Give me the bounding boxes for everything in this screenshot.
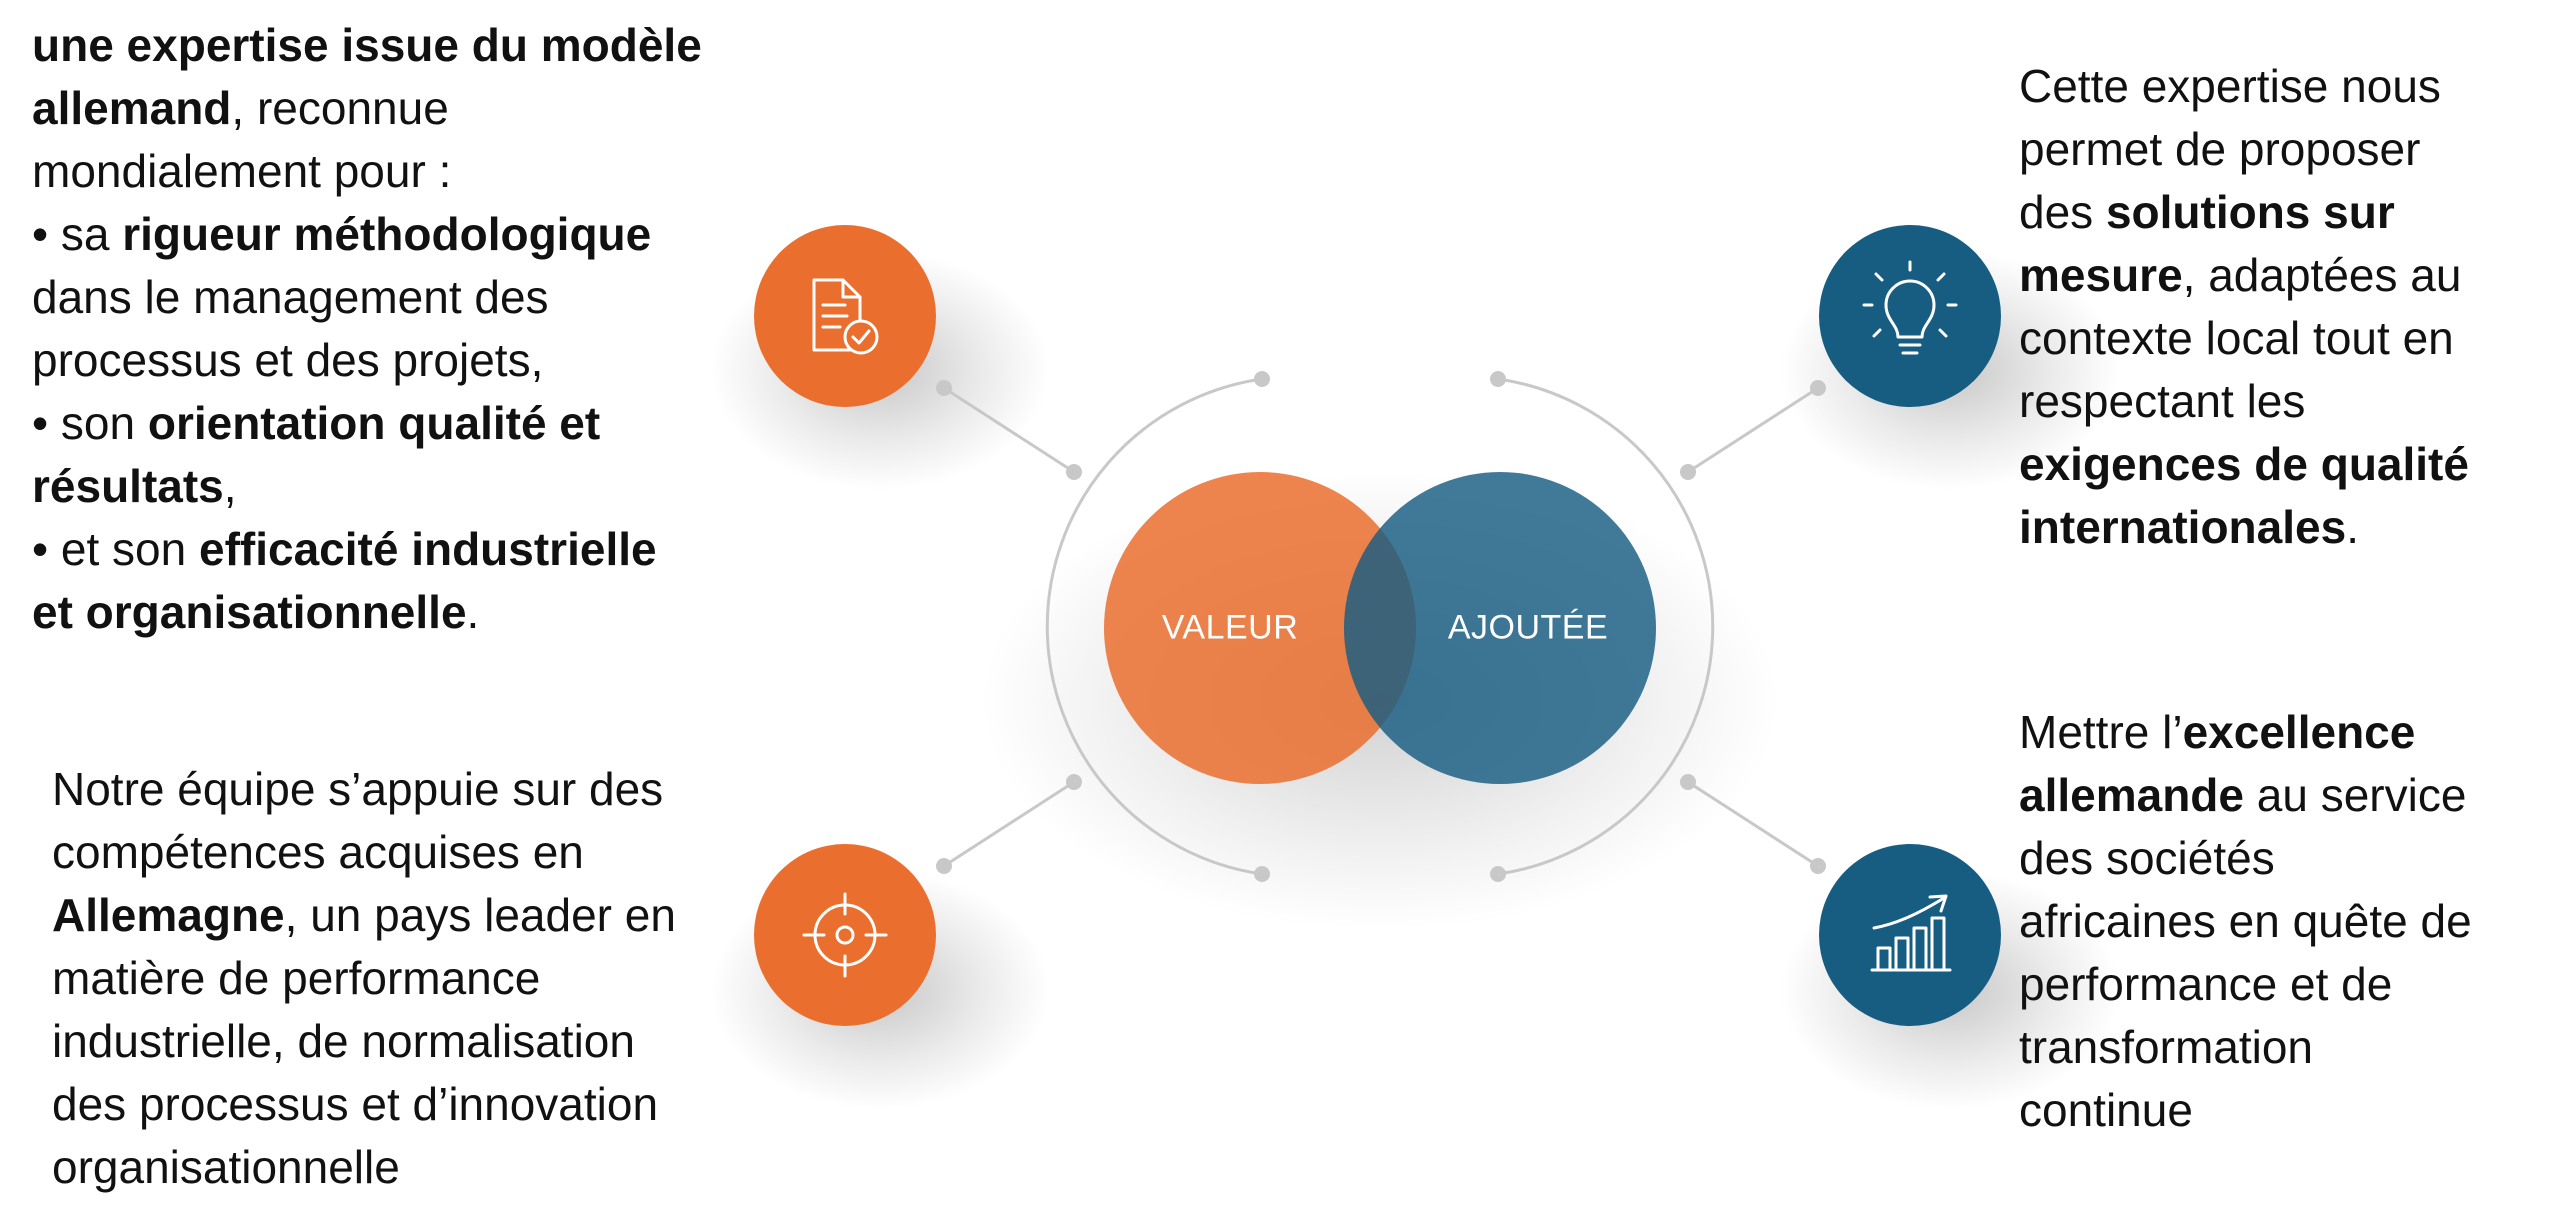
text: • et son xyxy=(32,523,199,575)
venn-label-ajoutee: AJOUTÉE xyxy=(1447,608,1609,647)
text: , adaptées au xyxy=(2182,249,2462,301)
left-arc xyxy=(1045,377,1263,876)
connector-top-right xyxy=(1687,386,1819,474)
dot xyxy=(1810,380,1826,396)
text: . xyxy=(466,586,480,638)
text: continue xyxy=(2019,1084,2193,1136)
text-bold: et organisationnelle xyxy=(32,586,467,638)
outer-arcs xyxy=(1045,377,1715,876)
document-check-icon xyxy=(812,278,879,355)
target-icon xyxy=(802,892,888,978)
text: performance et de xyxy=(2019,958,2393,1010)
dot xyxy=(936,380,952,396)
text: organisationnelle xyxy=(52,1141,400,1193)
text: compétences acquises en xyxy=(52,826,584,878)
text-bold: rigueur méthodologique xyxy=(122,208,652,260)
text-bold: exigences de qualité xyxy=(2019,438,2469,490)
text-bold: solutions sur xyxy=(2105,186,2395,238)
connectors xyxy=(943,386,1819,868)
text-bold: allemande xyxy=(2019,769,2244,821)
text: africaines en quête de xyxy=(2019,895,2472,947)
dot xyxy=(1254,866,1270,882)
dot xyxy=(1490,371,1506,387)
text: des sociétés xyxy=(2019,832,2275,884)
text: , un pays leader en xyxy=(284,889,676,941)
text-bold: allemand xyxy=(32,82,232,134)
text-bold: Allemagne xyxy=(52,889,285,941)
venn-circle-ajoutee xyxy=(1344,472,1656,784)
node-bottom-left xyxy=(754,844,936,1026)
text: industrielle, de normalisation xyxy=(52,1015,635,1067)
text: , reconnue xyxy=(231,82,449,134)
dot xyxy=(1490,866,1506,882)
bar-chart-growth-icon xyxy=(1870,894,1952,972)
text: Notre équipe s’appuie sur des xyxy=(52,763,664,815)
venn-label-valeur: VALEUR xyxy=(1161,608,1299,647)
dot xyxy=(936,858,952,874)
dot xyxy=(1810,858,1826,874)
text: respectant les xyxy=(2019,375,2306,427)
text: Cette expertise nous xyxy=(2019,60,2441,112)
text: mondialement pour : xyxy=(32,145,452,197)
text: transformation xyxy=(2019,1021,2314,1073)
venn-circle-valeur xyxy=(1104,472,1416,784)
text-bold: résultats xyxy=(32,460,224,512)
text-bold: mesure xyxy=(2019,249,2183,301)
dot xyxy=(1254,371,1270,387)
text-block-bottom-left: Notre équipe s’appuie sur des compétence… xyxy=(52,758,676,1199)
text: Mettre l’ xyxy=(2019,706,2183,758)
connector-dots xyxy=(936,371,1826,882)
text: . xyxy=(2346,501,2359,553)
dot xyxy=(1066,774,1082,790)
text: au service xyxy=(2244,769,2467,821)
text: des processus et d’innovation xyxy=(52,1078,659,1130)
node-top-right xyxy=(1819,225,2001,407)
node-bottom-right xyxy=(1819,844,2001,1026)
text-block-bottom-right: Mettre l’excellence allemande au service… xyxy=(2019,701,2472,1142)
text-bold: orientation qualité et xyxy=(147,397,601,449)
connector-bottom-right xyxy=(1687,780,1819,868)
text: contexte local tout en xyxy=(2019,312,2454,364)
text: , xyxy=(223,460,237,512)
text-bold: une expertise issue du modèle xyxy=(32,19,702,71)
lightbulb-icon xyxy=(1862,260,1958,355)
text-block-top-left: une expertise issue du modèle allemand, … xyxy=(32,14,702,644)
dot xyxy=(1680,464,1696,480)
text-bold: internationales xyxy=(2019,501,2347,553)
text: processus et des projets, xyxy=(32,334,544,386)
text: matière de performance xyxy=(52,952,541,1004)
text: permet de proposer xyxy=(2019,123,2421,175)
dot xyxy=(1066,464,1082,480)
text-bold: efficacité industrielle xyxy=(198,523,657,575)
text: dans le management des xyxy=(32,271,549,323)
connector-bottom-left xyxy=(943,780,1075,868)
connector-top-left xyxy=(943,386,1075,474)
text: • sa xyxy=(32,208,123,260)
text-bold: excellence xyxy=(2182,706,2416,758)
right-arc xyxy=(1497,377,1715,876)
text: des xyxy=(2019,186,2106,238)
dot xyxy=(1680,774,1696,790)
text-block-top-right: Cette expertise nous permet de proposer … xyxy=(2019,55,2469,559)
text: • son xyxy=(32,397,148,449)
